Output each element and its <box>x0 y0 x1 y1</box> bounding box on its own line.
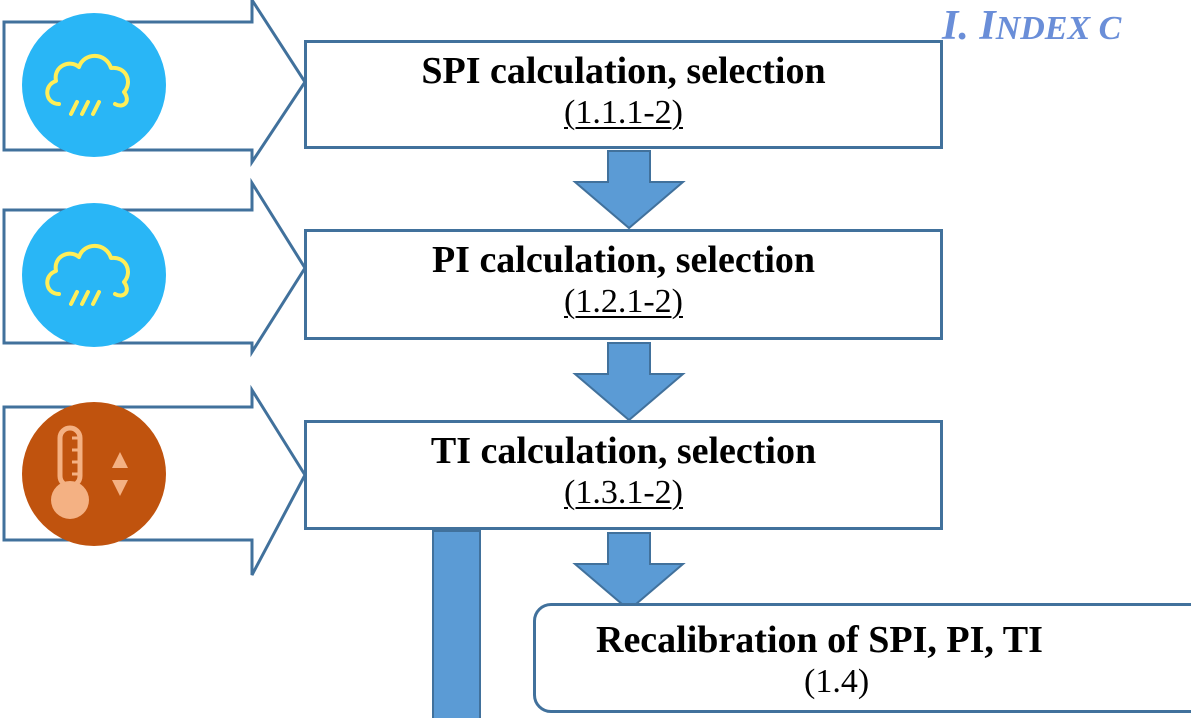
step-title: TI calculation, selection <box>430 430 817 472</box>
step-reference: (1.1.1-2) <box>564 94 683 131</box>
heading-main: I. I <box>942 3 996 49</box>
step-reference: (1.2.1-2) <box>564 283 683 320</box>
recalibration-title: Recalibration of SPI, PI, TI <box>596 619 1043 661</box>
step-box-pi: PI calculation, selection (1.2.1-2) <box>304 229 943 340</box>
heading-smallcaps: NDEX C <box>995 10 1122 47</box>
down-arrow-1 <box>572 150 686 230</box>
down-arrow-2 <box>572 342 686 422</box>
step-title: PI calculation, selection <box>431 239 816 281</box>
step-box-spi: SPI calculation, selection (1.1.1-2) <box>304 40 943 149</box>
thermometer-up-down-icon <box>22 402 166 546</box>
section-heading: I. INDEX C <box>942 2 1121 50</box>
recalibration-reference: (1.4) <box>804 663 870 700</box>
rain-cloud-icon <box>22 203 166 347</box>
step-reference: (1.3.1-2) <box>564 474 683 511</box>
step-title: SPI calculation, selection <box>421 50 826 92</box>
recalibration-box: Recalibration of SPI, PI, TI (1.4) <box>533 603 1191 713</box>
vertical-connector-bar <box>432 530 481 718</box>
down-arrow-3 <box>572 532 686 612</box>
rain-cloud-icon <box>22 13 166 157</box>
step-box-ti: TI calculation, selection (1.3.1-2) <box>304 420 943 530</box>
